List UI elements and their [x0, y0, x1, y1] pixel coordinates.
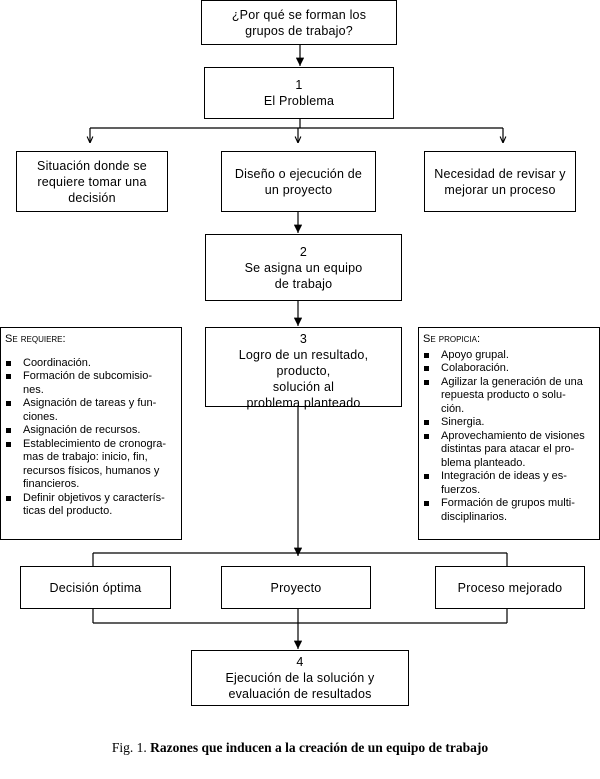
promotes-item-4-line-2: blema planteado.: [441, 456, 526, 469]
project-node: Proyecto: [221, 566, 371, 609]
need-line-2: mejorar un proceso: [444, 182, 556, 197]
promotes-item-2-line-1: repuesta producto o solu-: [441, 389, 566, 401]
figure-number: Fig. 1.: [111, 740, 147, 755]
need-node: Necesidad de revisar y mejorar un proces…: [424, 151, 576, 212]
figure-title: Razones que inducen a la creación de un …: [150, 740, 489, 755]
requires-panel: Se requiere: Coordinación. Formación de …: [0, 327, 182, 540]
achievement-number: 3: [299, 332, 308, 346]
requires-item-2-line-0: Asignación de tareas y fun-: [23, 397, 157, 409]
situation-line-3: decisión: [68, 190, 116, 205]
promotes-item-2-line-2: ción.: [441, 402, 465, 415]
promotes-item-4-line-1: distintas para atacar el pro-: [441, 443, 575, 455]
requires-item-4-line-0: Establecimiento de cronogra-: [23, 437, 167, 450]
promotes-item-1-line-0: Colaboración.: [441, 362, 509, 374]
promotes-item-4-line-0: Aprovechamiento de visiones: [441, 429, 585, 442]
achievement-line-3: problema planteado: [246, 396, 361, 410]
team-line-1: Se asigna un equipo: [244, 260, 363, 275]
question-node: ¿Por qué se forman los grupos de trabajo…: [201, 0, 397, 45]
question-line-1: ¿Por qué se forman los: [231, 7, 367, 22]
requires-item: Asignación de tareas y fun-ciones.: [5, 397, 177, 424]
decision-node: Decisión óptima: [20, 566, 171, 609]
team-number: 2: [299, 244, 308, 259]
requires-item-0-line-0: Coordinación.: [23, 356, 91, 369]
promotes-item: Apoyo grupal.: [423, 349, 595, 363]
requires-item-3-line-0: Asignación de recursos.: [23, 424, 141, 436]
promotes-panel: Se propicia: Apoyo grupal. Colaboración.…: [418, 327, 600, 540]
design-line-2: un proyecto: [264, 182, 333, 197]
problem-node: 1 El Problema: [204, 67, 394, 119]
achievement-line-1: Logro de un resultado, producto,: [238, 348, 369, 378]
promotes-item-5-line-1: fuerzos.: [441, 483, 481, 496]
promotes-list: Apoyo grupal. Colaboración. Agilizar la …: [423, 349, 595, 525]
execution-line-2: evaluación de resultados: [228, 687, 372, 701]
requires-item: Asignación de recursos.: [5, 424, 177, 438]
requires-item-4-line-2: recursos físicos, humanos y: [23, 464, 160, 477]
promotes-item: Sinergia.: [423, 416, 595, 430]
promotes-item-0-line-0: Apoyo grupal.: [441, 348, 509, 361]
design-node: Diseño o ejecución de un proyecto: [221, 151, 376, 212]
promotes-item-5-line-0: Integración de ideas y es-: [441, 470, 567, 482]
promotes-item: Colaboración.: [423, 362, 595, 376]
decision-label: Decisión óptima: [49, 580, 142, 595]
promotes-item-2-line-0: Agilizar la generación de una: [441, 375, 583, 388]
requires-item-5-line-0: Definir objetivos y caracterís-: [23, 491, 165, 504]
promotes-header: Se propicia:: [423, 333, 481, 345]
requires-item: Definir objetivos y caracterís-ticas del…: [5, 492, 177, 519]
problem-title: El Problema: [263, 94, 335, 108]
requires-list: Coordinación. Formación de subcomisio-ne…: [5, 357, 177, 519]
situation-node: Situación donde se requiere tomar una de…: [16, 151, 168, 212]
problem-number: 1: [295, 78, 303, 92]
situation-line-1: Situación donde se: [37, 158, 147, 173]
requires-item-4-line-3: financieros.: [23, 478, 80, 490]
requires-header: Se requiere:: [5, 333, 66, 345]
process-node: Proceso mejorado: [435, 566, 585, 609]
project-label: Proyecto: [270, 580, 322, 595]
requires-item: Formación de subcomisio-nes.: [5, 370, 177, 397]
question-line-2: grupos de trabajo?: [245, 23, 353, 38]
execution-number: 4: [296, 655, 304, 669]
promotes-item-6-line-0: Formación de grupos multi-: [441, 497, 575, 509]
promotes-item: Formación de grupos multi-disciplinarios…: [423, 497, 595, 524]
figure-caption: Fig. 1. Razones que inducen a la creació…: [0, 740, 600, 756]
requires-item: Coordinación.: [5, 357, 177, 371]
process-label: Proceso mejorado: [457, 580, 563, 595]
requires-item-4-line-1: mas de trabajo: inicio, fin,: [23, 451, 148, 463]
requires-item-1-line-0: Formación de subcomisio-: [23, 370, 152, 382]
team-node: 2 Se asigna un equipo de trabajo: [205, 234, 402, 301]
need-line-1: Necesidad de revisar y: [434, 166, 566, 181]
design-line-1: Diseño o ejecución de: [234, 166, 363, 181]
situation-line-2: requiere tomar una: [37, 174, 147, 189]
requires-item-5-line-1: ticas del producto.: [23, 505, 113, 517]
execution-node: 4 Ejecución de la solución y evaluación …: [191, 650, 409, 706]
requires-item: Establecimiento de cronogra-mas de traba…: [5, 438, 177, 492]
promotes-item: Integración de ideas y es-fuerzos.: [423, 470, 595, 497]
achievement-line-2: solución al: [272, 380, 335, 394]
requires-item-2-line-1: ciones.: [23, 410, 58, 423]
team-line-2: de trabajo: [274, 276, 333, 291]
execution-line-1: Ejecución de la solución y: [225, 671, 375, 685]
promotes-item-6-line-1: disciplinarios.: [441, 510, 508, 523]
achievement-node: 3 Logro de un resultado, producto, soluc…: [205, 327, 402, 410]
promotes-item-3-line-0: Sinergia.: [441, 416, 485, 428]
requires-item-1-line-1: nes.: [23, 383, 44, 396]
